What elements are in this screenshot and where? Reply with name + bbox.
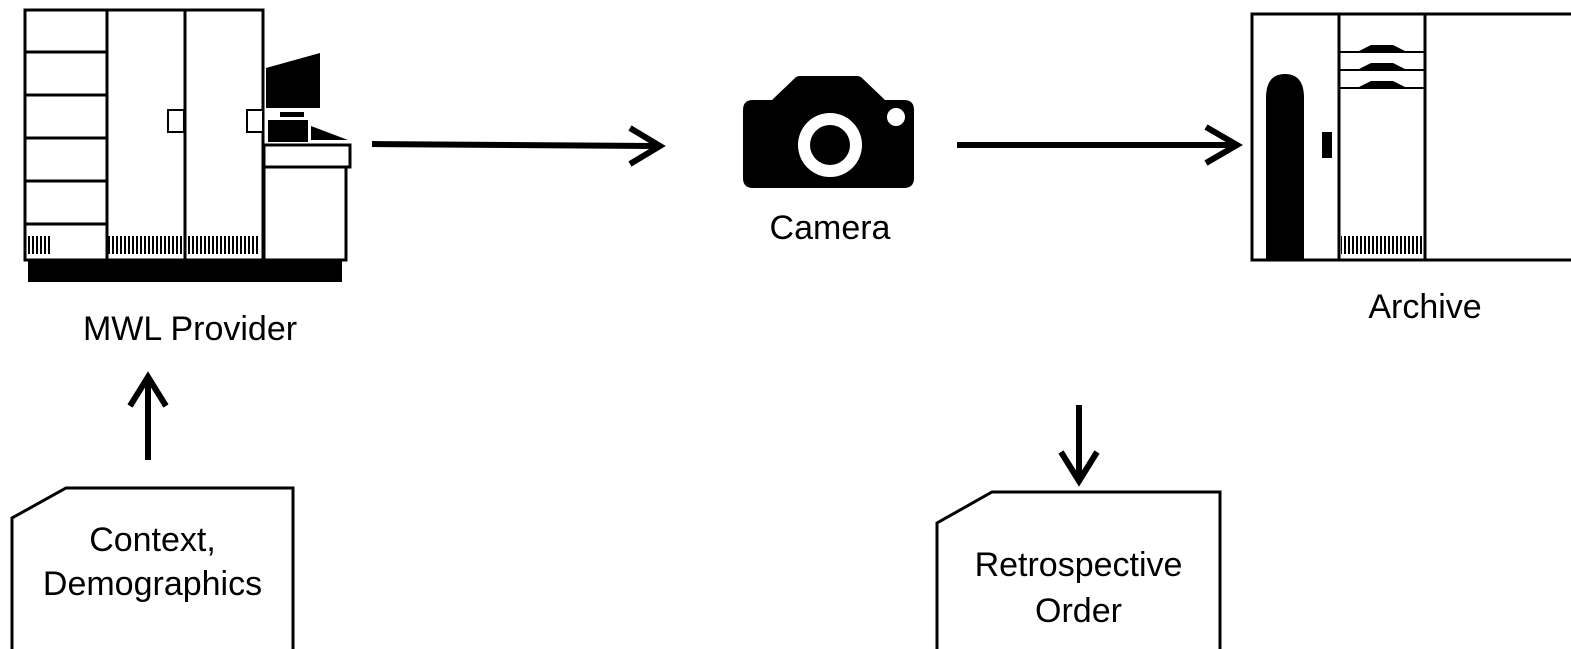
archive-cabinet-icon [1250,12,1571,262]
arrow-context-to-provider [127,371,169,460]
camera-label: Camera [769,209,891,247]
arrow-archive-to-retro [1058,405,1100,487]
context-doc-line1: Context, [89,521,216,559]
arrow-provider-to-camera [371,125,666,167]
retro-document-shape [935,490,1222,649]
context-document-shape [10,486,295,649]
mwl-provider-label: MWL Provider [82,310,298,348]
server-cabinet-icon [23,8,352,282]
arrow-camera-to-archive [957,124,1243,166]
context-doc-line2: Demographics [42,565,263,603]
retro-doc-line2: Order [1035,592,1122,630]
retro-doc-line1: Retrospective [974,546,1183,584]
archive-label: Archive [1368,288,1482,326]
camera-icon [743,76,914,188]
